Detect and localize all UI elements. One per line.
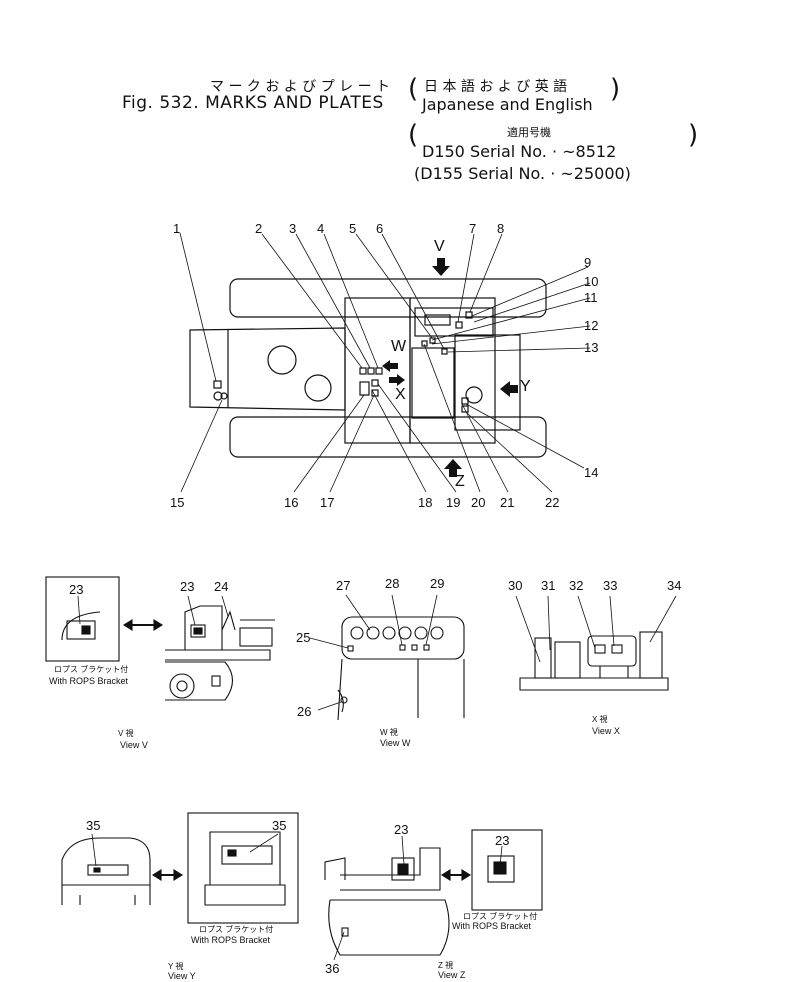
view-y-callout-35: 35 — [86, 818, 101, 833]
callout-2: 2 — [255, 221, 263, 236]
callout-4: 4 — [317, 221, 325, 236]
callout-18: 18 — [418, 495, 433, 510]
callout-8: 8 — [497, 221, 505, 236]
view-y-callout-35-inset: 35 — [272, 818, 287, 833]
view-y-label-jp: Y 視 — [168, 962, 184, 971]
view-v-callout-24: 24 — [214, 579, 229, 594]
callout-13: 13 — [584, 340, 599, 355]
view-letter-z: Z — [455, 473, 465, 490]
callout-11: 11 — [584, 290, 598, 305]
view-letter-w: W — [391, 338, 407, 355]
view-x-label: View X — [592, 726, 620, 736]
view-z-callout-23-inset: 23 — [495, 833, 510, 848]
view-z-label-jp: Z 視 — [438, 961, 454, 970]
callout-5: 5 — [349, 221, 357, 236]
bracket-close: ) — [610, 74, 621, 104]
view-x-callout-34: 34 — [667, 578, 682, 593]
view-x-label-jp: X 視 — [592, 715, 608, 724]
view-v-rops-en: With ROPS Bracket — [49, 676, 129, 686]
view-w-label: View W — [380, 738, 411, 748]
callout-22: 22 — [545, 495, 560, 510]
view-w-callout-27: 27 — [336, 578, 351, 593]
view-z-label: View Z — [438, 970, 466, 980]
view-z-callout-36: 36 — [325, 961, 340, 976]
view-z-rops-en: With ROPS Bracket — [452, 921, 532, 931]
callout-16: 16 — [284, 495, 299, 510]
serial-d155: (D155 Serial No. · ~25000) — [414, 164, 631, 183]
view-w-label-jp: W 視 — [380, 728, 398, 737]
view-y-rops-en: With ROPS Bracket — [191, 935, 271, 945]
serial-d150: D150 Serial No. · ~8512 — [422, 142, 617, 161]
view-x-callout-33: 33 — [603, 578, 618, 593]
view-v-callout-23-inset: 23 — [69, 582, 84, 597]
view-v-label-jp: V 視 — [118, 729, 134, 738]
serial-japanese: 適用号機 — [507, 126, 551, 139]
view-letter-x: X — [395, 386, 406, 403]
callout-17: 17 — [320, 495, 335, 510]
callout-12: 12 — [584, 318, 599, 333]
callout-7: 7 — [469, 221, 477, 236]
view-x-callout-32: 32 — [569, 578, 584, 593]
view-x-callout-30: 30 — [508, 578, 523, 593]
callout-1: 1 — [173, 221, 181, 236]
bracket-open: ( — [408, 74, 419, 104]
serial-bracket-open: ( — [408, 120, 419, 150]
title-japanese: マ ー ク お よ び プ レ ー ト — [210, 79, 391, 95]
view-v-callout-23: 23 — [180, 579, 195, 594]
view-letter-v: V — [434, 238, 445, 255]
view-z-callout-23: 23 — [394, 822, 409, 837]
figure-title: Fig. 532. MARKS AND PLATES — [122, 93, 384, 113]
view-letter-y: Y — [520, 378, 531, 395]
serial-bracket-close: ) — [688, 120, 699, 150]
callout-6: 6 — [376, 221, 384, 236]
view-y-label: View Y — [168, 971, 196, 981]
callout-19: 19 — [446, 495, 461, 510]
view-z-rops-jp: ロプス ブラケット付 — [463, 912, 538, 921]
view-x-callout-31: 31 — [541, 578, 556, 593]
callout-9: 9 — [584, 255, 592, 270]
callout-3: 3 — [289, 221, 297, 236]
view-w-callout-28: 28 — [385, 576, 400, 591]
view-v-rops-jp: ロプス ブラケット付 — [54, 665, 129, 674]
language-english: Japanese and English — [422, 95, 593, 114]
view-w-callout-26: 26 — [297, 704, 312, 719]
callout-21: 21 — [500, 495, 515, 510]
callout-10: 10 — [584, 274, 599, 289]
callout-15: 15 — [170, 495, 185, 510]
view-y-rops-jp: ロプス ブラケット付 — [199, 925, 274, 934]
view-w-callout-25: 25 — [296, 630, 311, 645]
view-w-callout-29: 29 — [430, 576, 445, 591]
callout-20: 20 — [471, 495, 486, 510]
callout-14: 14 — [584, 465, 599, 480]
view-v-label: View V — [120, 740, 148, 750]
language-japanese: 日 本 語 お よ び 英 語 — [424, 79, 568, 95]
